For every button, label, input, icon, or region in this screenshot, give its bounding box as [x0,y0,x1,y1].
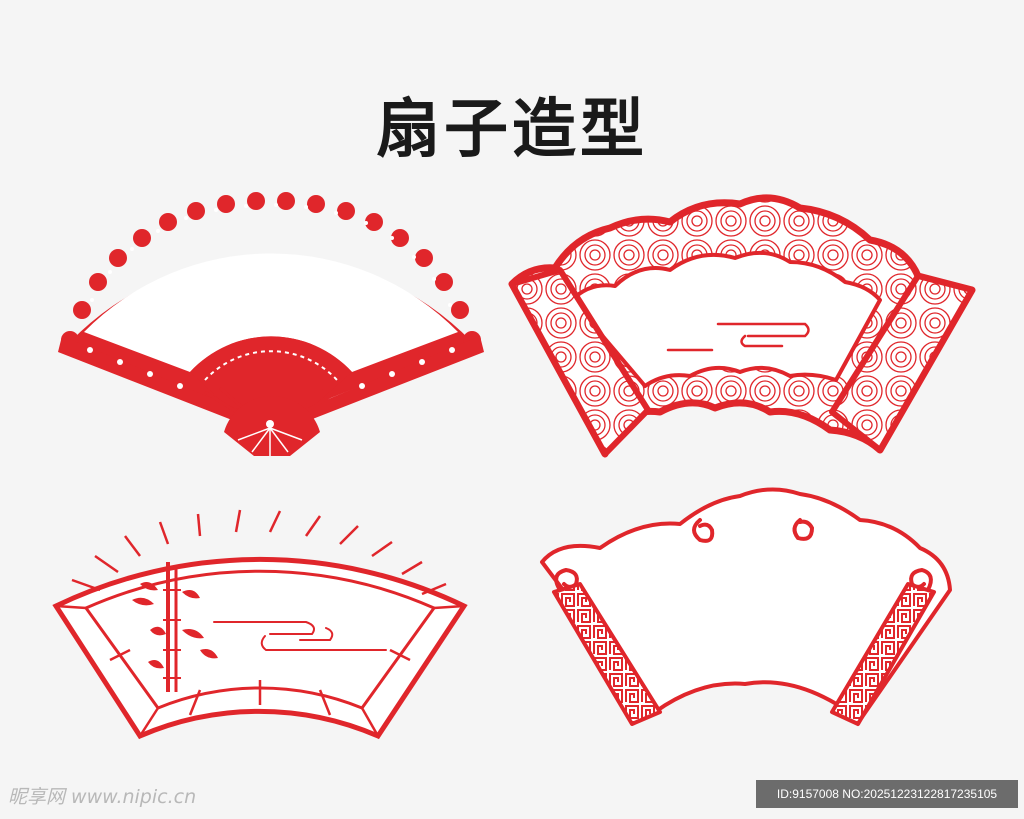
fan4-left-roll [552,582,662,726]
fan-scalloped-folding [58,192,484,456]
fan3-cloud-lines [213,621,387,651]
fan3-lattice [55,509,465,737]
fan1-rim-dots [90,203,452,307]
fan1-interior [84,253,458,372]
fan-ruyi-scroll [540,487,952,726]
page-title: 扇子造型 [376,93,648,167]
watermark: 昵享网 www.nipic.cn [8,786,197,808]
fan4-right-roll [830,582,936,726]
fan-cloud-scroll [508,194,976,458]
fan4-body [540,487,952,722]
fan2-left-roll [509,267,651,457]
fan1-left-arm [58,336,240,420]
fan1-scallops [61,192,481,349]
fan3-bamboo-leaves [132,582,218,669]
fan2-inner-panel [570,250,882,388]
fan2-right-roll [829,273,975,453]
fan2-cloud-lines [666,322,810,352]
fan3-bamboo [163,562,181,692]
fan3-inner-frame [83,569,437,710]
id-info-bar: ID:9157008 NO:20251223122817235105 [756,780,1018,808]
fan-bamboo-lattice [52,509,468,740]
fan1-right-arm [302,336,484,420]
